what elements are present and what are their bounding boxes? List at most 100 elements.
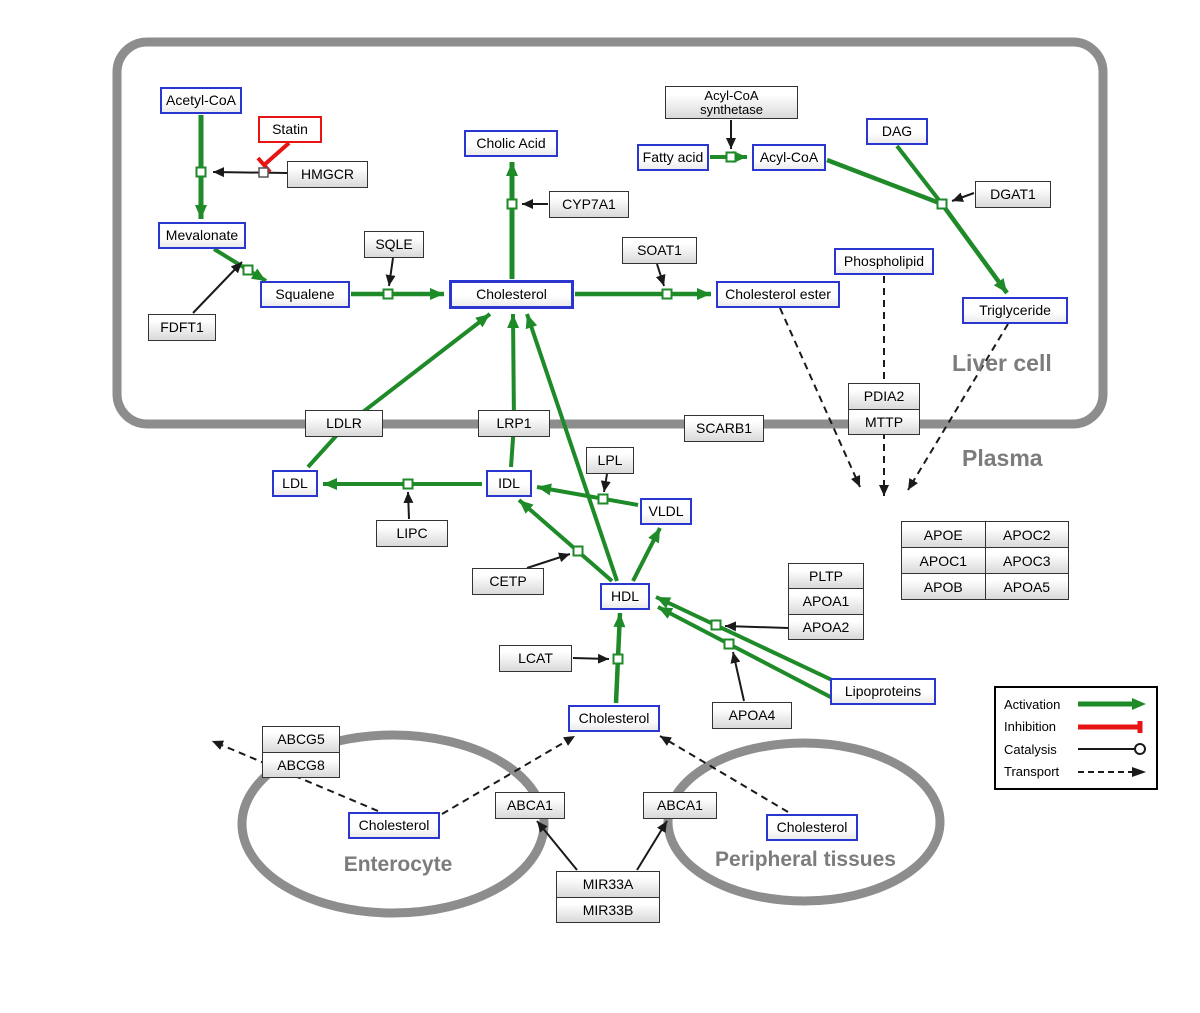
edge-dgat1-triglyceride bbox=[940, 202, 1009, 295]
node-abcg8[interactable]: ABCG8 bbox=[262, 751, 340, 778]
cat-hmgcr bbox=[212, 167, 288, 178]
node-abca1-peripheral[interactable]: ABCA1 bbox=[643, 792, 717, 819]
node-lipc[interactable]: LIPC bbox=[376, 520, 448, 547]
node-fatty-acid[interactable]: Fatty acid bbox=[637, 144, 709, 171]
node-acetyl-coa[interactable]: Acetyl-CoA bbox=[160, 87, 242, 114]
node-cholesterol-ester[interactable]: Cholesterol ester bbox=[716, 281, 840, 308]
reaction-node bbox=[725, 151, 737, 163]
node-squalene[interactable]: Squalene bbox=[260, 281, 350, 308]
node-pdia2[interactable]: PDIA2 bbox=[848, 383, 920, 410]
inh-statin-line bbox=[262, 141, 291, 167]
edge-hdl-vldl bbox=[631, 527, 662, 582]
reaction-node bbox=[402, 478, 414, 490]
edge-lipoproteins-hdl-upper bbox=[655, 595, 833, 682]
node-cholesterol-plasma[interactable]: Cholesterol bbox=[568, 705, 660, 732]
node-lipoproteins[interactable]: Lipoproteins bbox=[830, 678, 936, 705]
node-cholic-acid[interactable]: Cholic Acid bbox=[464, 130, 558, 157]
legend-inhibition-label: Inhibition bbox=[1004, 719, 1057, 735]
enterocyte-label: Enterocyte bbox=[343, 853, 453, 876]
node-apoc2[interactable]: APOC2 bbox=[984, 521, 1069, 548]
inhibition-bar-icon bbox=[1078, 720, 1143, 733]
cat-sqle bbox=[385, 257, 396, 287]
node-fdft1[interactable]: FDFT1 bbox=[148, 314, 216, 341]
node-hdl[interactable]: HDL bbox=[600, 583, 650, 610]
node-apoa5[interactable]: APOA5 bbox=[984, 573, 1069, 600]
cat-soat1 bbox=[655, 263, 666, 287]
node-abca1-enterocyte[interactable]: ABCA1 bbox=[495, 792, 565, 819]
transport-dashed-arrow-icon bbox=[1078, 766, 1146, 777]
node-scarb1[interactable]: SCARB1 bbox=[684, 415, 764, 442]
node-apoc1[interactable]: APOC1 bbox=[901, 547, 986, 574]
liver-cell-label: Liver cell bbox=[952, 350, 1052, 376]
node-apoe[interactable]: APOE bbox=[901, 521, 986, 548]
group-abcg5-abcg8: ABCG5 ABCG8 bbox=[262, 726, 340, 778]
node-abcg5[interactable]: ABCG5 bbox=[262, 726, 340, 753]
node-phospholipid[interactable]: Phospholipid bbox=[834, 248, 934, 275]
reaction-node bbox=[195, 166, 207, 178]
cat-mir33-abca1-left bbox=[536, 820, 578, 871]
node-hmgcr[interactable]: HMGCR bbox=[287, 161, 368, 188]
edge-acylcoa-dgat1 bbox=[826, 157, 943, 207]
reaction-nodes bbox=[195, 151, 948, 665]
node-acyl-coa[interactable]: Acyl-CoA bbox=[752, 144, 826, 171]
reaction-node bbox=[506, 198, 518, 210]
group-mir33a-mir33b: MIR33A MIR33B bbox=[556, 871, 660, 923]
legend-catalysis-label: Catalysis bbox=[1004, 741, 1057, 757]
node-mir33b[interactable]: MIR33B bbox=[556, 896, 660, 923]
node-apoc3[interactable]: APOC3 bbox=[984, 547, 1069, 574]
node-lcat[interactable]: LCAT bbox=[499, 645, 572, 672]
node-apob[interactable]: APOB bbox=[901, 573, 986, 600]
node-mttp[interactable]: MTTP bbox=[848, 408, 920, 435]
node-statin[interactable]: Statin bbox=[258, 116, 322, 143]
cat-cetp bbox=[526, 552, 571, 569]
reaction-node bbox=[597, 493, 609, 505]
peripheral-tissues-outline bbox=[663, 738, 945, 906]
legend: Activation Inhibition Catalysis Transpor… bbox=[994, 686, 1158, 790]
catalysis-edges bbox=[192, 120, 975, 871]
liver-cell-outline bbox=[112, 37, 1108, 429]
node-dgat1[interactable]: DGAT1 bbox=[975, 181, 1051, 208]
edge-lipoproteins-hdl-lower bbox=[657, 605, 843, 705]
node-cholesterol-peripheral[interactable]: Cholesterol bbox=[766, 814, 858, 841]
node-lpl[interactable]: LPL bbox=[586, 447, 634, 474]
node-pltp[interactable]: PLTP bbox=[788, 563, 864, 590]
node-cyp7a1[interactable]: CYP7A1 bbox=[549, 191, 629, 218]
cat-pltp-group bbox=[724, 621, 789, 632]
node-lrp1[interactable]: LRP1 bbox=[478, 410, 550, 437]
reaction-node bbox=[572, 545, 584, 557]
node-mir33a[interactable]: MIR33A bbox=[556, 871, 660, 898]
node-ldlr[interactable]: LDLR bbox=[305, 410, 383, 437]
node-cholesterol-enterocyte[interactable]: Cholesterol bbox=[348, 812, 440, 839]
node-cholesterol-liver[interactable]: Cholesterol bbox=[449, 280, 574, 309]
reaction-node bbox=[661, 288, 673, 300]
cat-lpl bbox=[600, 473, 611, 493]
legend-transport-label: Transport bbox=[1004, 764, 1060, 780]
node-acyl-coa-synthetase[interactable]: Acyl-CoA synthetase bbox=[665, 86, 798, 119]
peripheral-tissues-label: Peripheral tissues bbox=[715, 848, 896, 871]
edge-hdl-idl bbox=[517, 498, 614, 583]
node-ldl[interactable]: LDL bbox=[272, 470, 318, 497]
cat-mir33-abca1-right bbox=[636, 820, 668, 871]
node-dag[interactable]: DAG bbox=[866, 118, 928, 145]
node-soat1[interactable]: SOAT1 bbox=[622, 237, 697, 264]
catalysis-anchor bbox=[258, 167, 269, 178]
node-cetp[interactable]: CETP bbox=[472, 568, 544, 595]
node-mevalonate[interactable]: Mevalonate bbox=[158, 222, 246, 249]
reaction-node bbox=[612, 653, 624, 665]
node-sqle[interactable]: SQLE bbox=[364, 231, 424, 258]
edge-hdl-cholesterol bbox=[525, 313, 619, 582]
edge-ldl-cholesterol-via-ldlr bbox=[306, 312, 492, 469]
node-apoa4[interactable]: APOA4 bbox=[712, 702, 792, 729]
edge-peripheral-cholesterol-to-plasma bbox=[659, 735, 789, 813]
apolipoprotein-table: APOE APOC2 APOC1 APOC3 APOB APOA5 bbox=[901, 521, 1069, 600]
node-idl[interactable]: IDL bbox=[486, 470, 532, 497]
node-apoa2[interactable]: APOA2 bbox=[788, 613, 864, 640]
node-apoa1[interactable]: APOA1 bbox=[788, 588, 864, 615]
cat-lcat bbox=[572, 653, 610, 664]
acs-line2: synthetase bbox=[700, 101, 763, 117]
edge-dag-dgat1 bbox=[895, 144, 944, 206]
node-vldl[interactable]: VLDL bbox=[640, 498, 692, 525]
node-triglyceride[interactable]: Triglyceride bbox=[962, 297, 1068, 324]
